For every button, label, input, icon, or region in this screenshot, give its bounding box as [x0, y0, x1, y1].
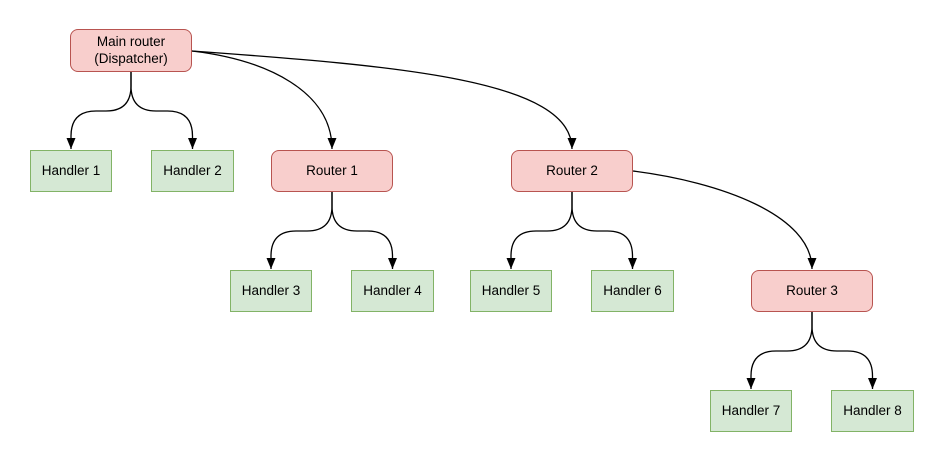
- node-router-2[interactable]: Router 2: [511, 150, 633, 192]
- node-handler-8[interactable]: Handler 8: [831, 390, 914, 432]
- node-router-1[interactable]: Router 1: [271, 150, 393, 192]
- edge-router-2-to-handler-6: [571, 192, 637, 269]
- node-label: Router 2: [546, 162, 598, 178]
- node-label: Handler 7: [721, 402, 781, 418]
- node-handler-5[interactable]: Handler 5: [470, 270, 552, 312]
- node-label: Handler 3: [241, 282, 301, 298]
- edge-main-router-to-handler-1: [66, 72, 132, 149]
- edge-router-3-to-handler-7: [746, 312, 813, 389]
- edge-router-3-to-handler-8: [811, 312, 877, 389]
- node-label: Router 3: [786, 282, 838, 298]
- node-handler-7[interactable]: Handler 7: [710, 390, 792, 432]
- node-label: Handler 4: [363, 282, 422, 298]
- node-handler-3[interactable]: Handler 3: [230, 270, 312, 312]
- node-label: Handler 2: [163, 162, 222, 178]
- node-handler-4[interactable]: Handler 4: [351, 270, 434, 312]
- node-label: Handler 8: [843, 402, 902, 418]
- edge-router-1-to-handler-4: [331, 192, 397, 269]
- edge-router-1-to-handler-3: [266, 192, 333, 269]
- edge-router-2-to-handler-5: [506, 192, 573, 269]
- node-router-3[interactable]: Router 3: [751, 270, 873, 312]
- edge-main-router-to-router-1: [191, 50, 337, 150]
- node-label: Handler 1: [41, 162, 101, 178]
- edge-main-router-to-router-2: [191, 50, 577, 150]
- node-label: Handler 5: [481, 282, 541, 298]
- node-handler-6[interactable]: Handler 6: [591, 270, 674, 312]
- node-handler-2[interactable]: Handler 2: [151, 150, 234, 192]
- edge-main-router-to-handler-2: [130, 72, 197, 149]
- node-label: Main router (Dispatcher): [94, 33, 168, 66]
- node-main-router[interactable]: Main router (Dispatcher): [70, 29, 192, 72]
- node-handler-1[interactable]: Handler 1: [30, 150, 112, 192]
- node-label: Handler 6: [603, 282, 662, 298]
- edge-router-2-to-router-3: [632, 170, 817, 270]
- node-label: Router 1: [306, 162, 358, 178]
